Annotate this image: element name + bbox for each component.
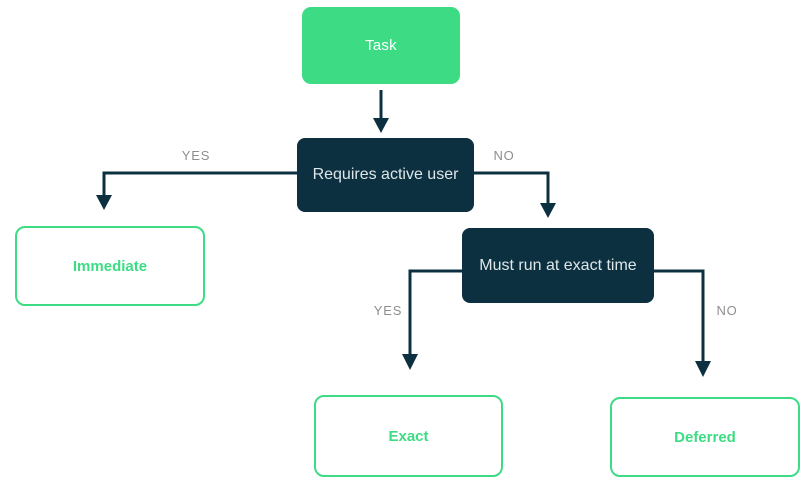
node-must-run-at-exact-time-label: Must run at exact time [479,256,637,274]
node-requires-active-user-label: Requires active user [312,166,459,183]
node-deferred: Deferred [610,397,800,477]
node-deferred-label: Deferred [674,428,736,446]
edge-mustrun-to-deferred [654,269,711,377]
edge-label-exact-no: NO [716,303,738,318]
edge-label-exact-yes: YES [373,303,403,318]
edge-label-requires-no: NO [493,148,515,163]
node-immediate: Immediate [15,226,205,306]
node-exact: Exact [314,395,503,477]
node-exact-label: Exact [388,427,429,445]
node-must-run-at-exact-time: Must run at exact time [462,228,654,303]
edge-label-requires-yes: YES [181,148,211,163]
edge-requires-to-immediate [96,171,297,210]
node-task-label: Task [365,37,397,54]
node-immediate-label: Immediate [72,257,148,275]
edge-task-to-requires [373,90,389,133]
edge-requires-to-mustrun [474,171,556,218]
edge-mustrun-to-exact [402,269,462,370]
node-requires-active-user: Requires active user [297,138,474,212]
node-task: Task [302,7,460,84]
